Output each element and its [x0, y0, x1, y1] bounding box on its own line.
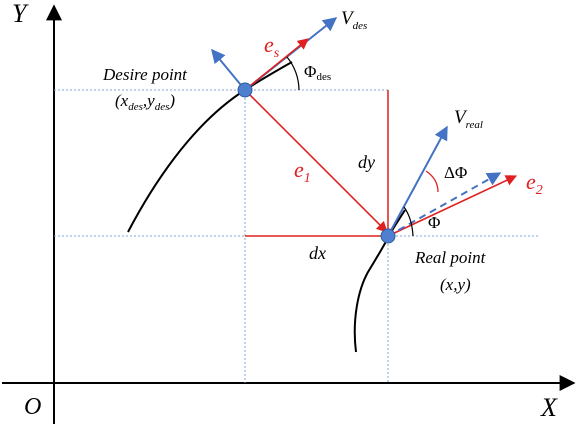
real-point-label: Real point	[414, 248, 487, 267]
phi-des-label: Φdes	[304, 62, 331, 83]
e-s-label: es	[264, 32, 280, 61]
phi-des-arc	[286, 56, 300, 91]
desired-path-curve	[127, 61, 293, 233]
v-real-label: Vreal	[454, 107, 483, 131]
v-des-back-arrow	[211, 48, 246, 91]
e1-arrow	[244, 89, 388, 233]
real-point-marker	[380, 228, 396, 244]
desire-point-coords: (xdes,ydes)	[115, 91, 175, 113]
real-point-coords: (x,y)	[440, 275, 471, 294]
phi-label: Φ	[428, 213, 440, 232]
real-path-curve	[353, 209, 406, 353]
v-des-label: Vdes	[341, 8, 367, 32]
phi-arc	[403, 206, 414, 237]
dx-label: dx	[309, 243, 326, 263]
e-s-arrow	[244, 38, 309, 91]
origin-label: O	[24, 394, 41, 420]
e2-label: e2	[526, 169, 543, 198]
y-axis-label: Y	[12, 0, 29, 28]
v-real-arrow	[387, 125, 448, 237]
delta-phi-arc	[425, 170, 439, 193]
dy-label: dy	[358, 152, 375, 172]
e2-arrow	[387, 175, 518, 237]
x-axis-label: X	[540, 393, 558, 422]
desire-point-label: Desire point	[102, 65, 188, 84]
heading-dashed-arrow	[387, 172, 502, 237]
desire-point-marker	[237, 82, 253, 98]
delta-phi-label: ΔΦ	[444, 163, 467, 182]
e1-label: e1	[294, 157, 311, 186]
